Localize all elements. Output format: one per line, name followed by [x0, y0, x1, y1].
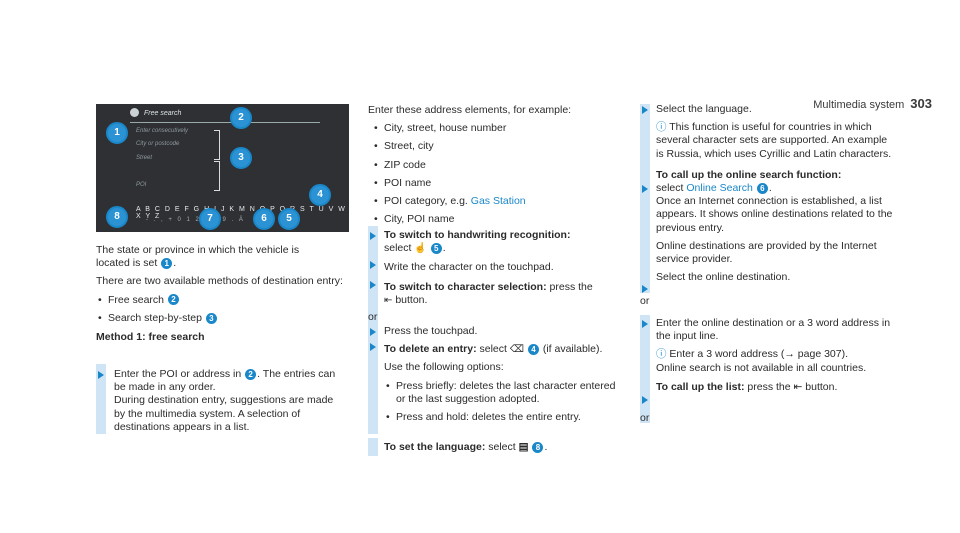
delete-icon: ⌫ [509, 344, 524, 356]
list-item: Free search 2 [96, 294, 356, 307]
step-bar [640, 104, 650, 293]
list-item: ZIP code [372, 159, 618, 172]
or-label: or [640, 412, 650, 424]
list-item: POI category, e.g. Gas Station [372, 195, 618, 208]
callout-1: 1 [106, 122, 128, 144]
online-search-link[interactable]: Online Search [686, 182, 753, 195]
step-arrow-icon [98, 371, 104, 379]
screenshot-item: Enter consecutively [136, 128, 189, 134]
screenshot-item: Street [136, 155, 153, 161]
text: located is set [96, 257, 158, 270]
marker: 1 [161, 257, 173, 269]
list-item: Search step-by-step 3 [96, 312, 356, 325]
screenshot-item: City or postcode [136, 141, 180, 147]
keyboard-row: A B C D E F G H I J K M N O P Q R S T U … [136, 206, 347, 220]
page-header: Multimedia system 303 [813, 96, 932, 111]
text: The state or province in which the vehic… [96, 244, 300, 256]
list-item: City, street, house number [372, 122, 618, 135]
list-item: Press briefly: deletes the last characte… [384, 380, 622, 406]
or-label: or [368, 311, 378, 323]
column-2-steps: To switch to handwriting recognition:sel… [384, 229, 593, 306]
page-number: 303 [910, 96, 932, 111]
list-item: Press and hold: deletes the entire entry… [384, 411, 622, 424]
list-item: City, POI name [372, 213, 618, 226]
gas-station-link[interactable]: Gas Station [470, 195, 526, 208]
list-item: POI name [372, 177, 618, 190]
nav-icon [130, 108, 139, 117]
section-title: Multimedia system [813, 99, 905, 111]
step-arrow-icon [370, 232, 376, 240]
callout-5: 5 [278, 208, 300, 230]
step-arrow-icon [370, 343, 376, 351]
callout-2: 2 [230, 107, 252, 129]
free-search-screenshot: Free search Enter consecutively City or … [96, 104, 349, 232]
method-heading: Method 1: free search [96, 331, 205, 344]
step-arrow-icon [370, 281, 376, 289]
column-2-delete: Press the touchpad. To delete an entry: … [384, 325, 622, 429]
step-arrow-icon [642, 285, 648, 293]
step-bar [368, 438, 378, 456]
column-2-lang: To set the language: select ▤ 8. [384, 441, 548, 453]
bracket-3a [214, 130, 220, 160]
info-icon: ⓘ [656, 348, 667, 361]
step-arrow-icon [642, 106, 648, 114]
callout-8: 8 [106, 206, 128, 228]
step-bar [640, 315, 650, 423]
step-bar [96, 364, 106, 434]
or-label: or [640, 295, 650, 307]
callout-4: 4 [309, 184, 331, 206]
column-2: Enter these address elements, for exampl… [368, 104, 618, 231]
keyboard-row-2: - . , + 0 1 2 7 8 9 . Ä [146, 217, 245, 223]
step-arrow-icon [370, 328, 376, 336]
list-item: Street, city [372, 140, 618, 153]
screenshot-item: POI [136, 182, 147, 188]
free-search-field: Free search [130, 110, 320, 123]
info-icon: ⓘ [656, 121, 667, 134]
step-arrow-icon [370, 261, 376, 269]
column-3: Select the language. ⓘ This function is … [656, 103, 893, 284]
back-icon: ⇤ [793, 380, 803, 393]
callout-7: 7 [199, 208, 221, 230]
step-arrow-icon [642, 396, 648, 404]
column-3-online: Enter the online destination or a 3 word… [656, 317, 891, 393]
callout-3: 3 [230, 147, 252, 169]
bracket-3b [214, 161, 220, 191]
callout-6: 6 [253, 208, 275, 230]
column-1: The state or province in which the vehic… [96, 244, 356, 349]
paragraph: There are two available methods of desti… [96, 275, 343, 288]
step-arrow-icon [642, 320, 648, 328]
paragraph: Enter these address elements, for exampl… [368, 104, 572, 116]
back-icon: ⇤ [384, 294, 393, 306]
step-arrow-icon [642, 185, 648, 193]
language-icon: ▤ [518, 441, 529, 453]
step-text: Enter the POI or address in 2. The entri… [114, 368, 336, 433]
